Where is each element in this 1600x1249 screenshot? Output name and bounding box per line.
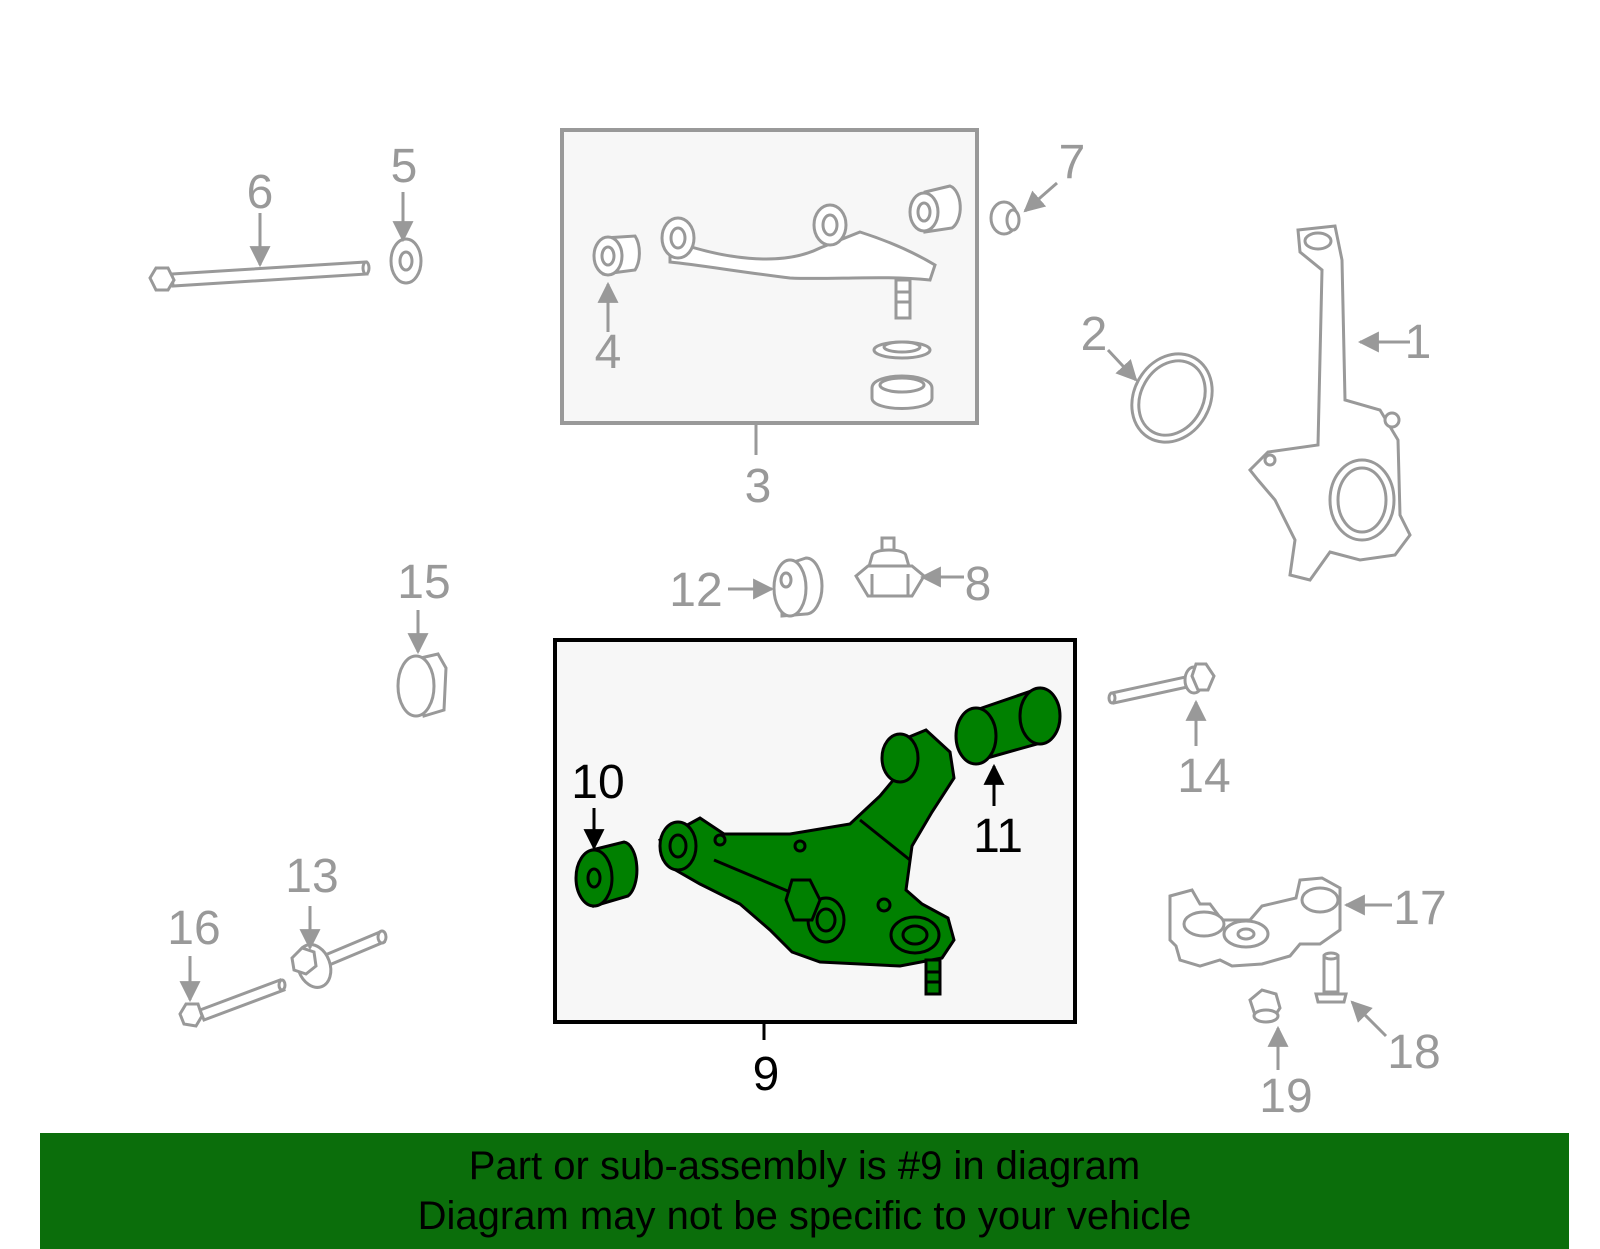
cam-bolt-icon[interactable] <box>290 929 388 992</box>
callout-14: 14 <box>1177 750 1230 803</box>
callout-3: 3 <box>745 460 772 513</box>
callout-9: 9 <box>753 1048 780 1101</box>
callout-8: 8 <box>965 558 992 611</box>
stabilizer-bracket-icon[interactable] <box>1168 876 1342 968</box>
callout-16: 16 <box>167 902 220 955</box>
callout-6: 6 <box>247 166 274 219</box>
bolt-icon[interactable] <box>178 978 287 1028</box>
steering-knuckle-icon[interactable] <box>1247 224 1412 582</box>
adjust-bolt-icon[interactable] <box>1107 662 1216 705</box>
callout-12: 12 <box>669 564 722 617</box>
nut-icon[interactable] <box>989 200 1021 236</box>
dust-seal-icon[interactable] <box>1116 339 1228 457</box>
callout-5: 5 <box>391 140 418 193</box>
banner-line-2: Diagram may not be specific to your vehi… <box>417 1194 1192 1238</box>
callout-11: 11 <box>973 810 1023 863</box>
callout-7: 7 <box>1059 136 1086 189</box>
callout-19: 19 <box>1259 1070 1312 1123</box>
callout-2: 2 <box>1081 308 1108 361</box>
bolt-icon[interactable] <box>148 260 371 292</box>
bushing-icon[interactable] <box>772 556 824 618</box>
ball-joint-icon[interactable] <box>854 536 926 598</box>
lower-arm-assembly-group[interactable] <box>553 638 1077 1040</box>
callout-4: 4 <box>595 326 622 379</box>
callout-10: 10 <box>571 756 624 809</box>
nut-icon[interactable] <box>1248 988 1282 1024</box>
callout-13: 13 <box>285 850 338 903</box>
upper-arm-assembly-group[interactable] <box>560 128 979 455</box>
callout-18: 18 <box>1387 1026 1440 1079</box>
upper-control-arm-icon <box>592 184 962 410</box>
bolt-icon[interactable] <box>1314 951 1348 1004</box>
bushing-icon <box>574 840 639 908</box>
washer-icon[interactable] <box>389 237 423 285</box>
banner-line-1: Part or sub-assembly is #9 in diagram <box>468 1144 1141 1188</box>
callout-17: 17 <box>1393 882 1446 935</box>
bushing-icon <box>954 686 1062 766</box>
cam-plate-icon[interactable] <box>396 652 448 718</box>
notice-banner: Part or sub-assembly is #9 in diagram Di… <box>40 1133 1569 1249</box>
callout-15: 15 <box>397 556 450 609</box>
lower-control-arm-icon <box>658 728 956 996</box>
callout-1: 1 <box>1405 316 1432 369</box>
